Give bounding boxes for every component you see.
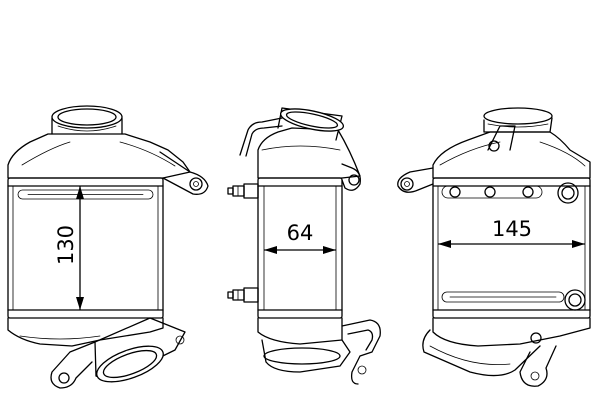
depth-dimension-label: 64 xyxy=(287,221,314,245)
side-view xyxy=(227,107,381,385)
front-view xyxy=(7,105,209,389)
width-dimension: 145 xyxy=(438,217,585,248)
connector-pin-bottom xyxy=(227,287,259,303)
connector-pin-top xyxy=(227,183,259,199)
depth-dimension: 64 xyxy=(264,221,336,254)
width-dimension-label: 145 xyxy=(492,217,532,241)
height-dimension: 130 xyxy=(54,186,84,310)
rear-view xyxy=(397,107,591,387)
height-dimension-label: 130 xyxy=(54,225,78,265)
